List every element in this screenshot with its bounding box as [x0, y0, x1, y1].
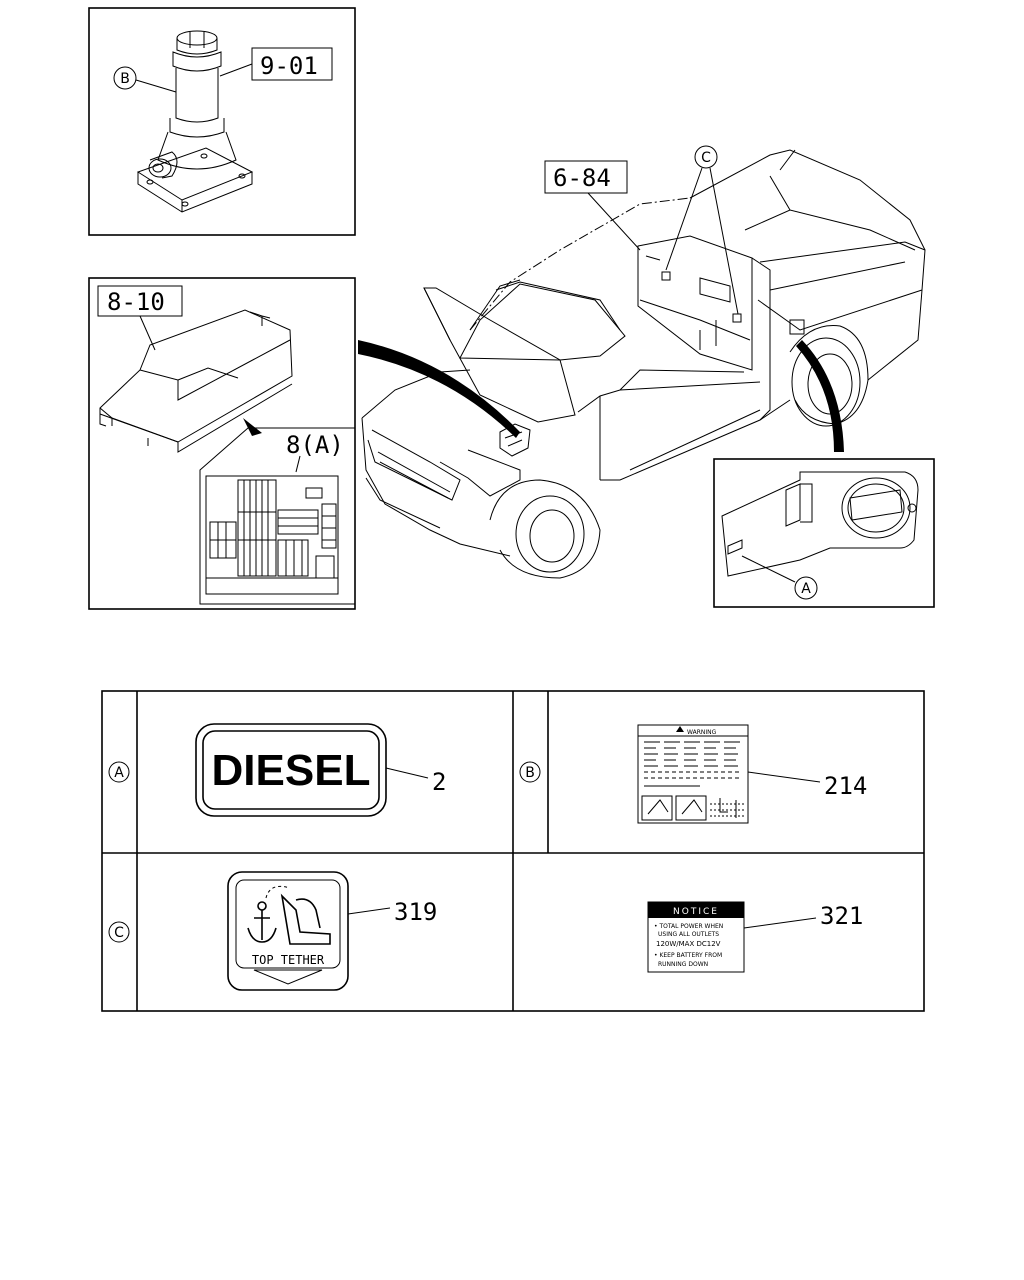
marker-a-label: A: [801, 581, 811, 597]
table-row-1-left: A DIESEL 2: [108, 723, 446, 817]
part-number-214: 214: [824, 772, 867, 800]
tether-label-outer: [227, 871, 349, 991]
notice-label-header-band: [648, 902, 744, 918]
notice-line-5: RUNNING DOWN: [658, 961, 708, 968]
notice-line-2: USING ALL OUTLETS: [658, 931, 719, 938]
tether-label-text: TOP TETHER: [252, 953, 325, 967]
notice-line-1: • TOTAL POWER WHEN: [654, 923, 723, 930]
rear-callout-label: 6-84: [553, 164, 611, 192]
anchor-icon: [247, 901, 277, 943]
engine-pointer-sweep: [358, 340, 520, 438]
diesel-label-outer: [195, 723, 387, 817]
key-b-label: B: [525, 765, 535, 781]
part-number-2: 2: [432, 768, 446, 796]
fuse-label-callout: 8(A): [286, 431, 344, 459]
parts-table: A DIESEL 2 B WARNING: [101, 690, 925, 1012]
table-row-1-right: B WARNING 214: [519, 724, 867, 824]
pickup-truck-illustration: [361, 149, 926, 579]
fuse-box-inset: 8-10 8(A): [88, 277, 356, 610]
table-row-2-right: NOTICE • TOTAL POWER WHEN USING ALL OUTL…: [647, 901, 863, 973]
child-seat-icon: [265, 885, 331, 945]
diesel-label-inner: [202, 730, 380, 810]
fuse-label-illustration: [205, 475, 339, 595]
tether-label-inner: [235, 879, 341, 969]
marker-c-label: C: [701, 150, 711, 166]
notice-line-4: • KEEP BATTERY FROM: [654, 952, 722, 959]
marker-c-circle: [694, 145, 718, 169]
warning-label-header: WARNING: [687, 729, 717, 736]
fuse-label-panel: [199, 427, 356, 605]
fuse-box-cover-illustration: [99, 309, 293, 453]
diesel-label-text: DIESEL: [212, 746, 371, 795]
fuel-lid-inset: A: [713, 458, 935, 608]
warning-label-graphic: WARNING: [637, 724, 749, 824]
part-number-321: 321: [820, 902, 863, 930]
fuel-lid-pointer-sweep: [796, 340, 844, 452]
notice-label-header: NOTICE: [673, 907, 719, 917]
key-a-label: A: [114, 765, 124, 781]
rear-callout-box: [544, 160, 628, 194]
key-c-label: C: [114, 925, 124, 941]
jack-callout-label: 9-01: [260, 52, 318, 80]
marker-b-label: B: [120, 71, 130, 87]
notice-line-3: 120W/MAX DC12V: [656, 940, 721, 948]
fuse-box-callout-label: 8-10: [107, 288, 165, 316]
marker-a-circle: [794, 576, 818, 600]
marker-b-circle: [113, 66, 137, 90]
table-row-2-left: C TOP TETHER 319: [108, 871, 437, 991]
jack-inset: 9-01 B: [88, 7, 356, 236]
jack-illustration: [136, 30, 254, 213]
fuse-pointer-arrow: [243, 418, 262, 436]
part-number-319: 319: [394, 898, 437, 926]
down-arrow-icon: [253, 969, 323, 985]
